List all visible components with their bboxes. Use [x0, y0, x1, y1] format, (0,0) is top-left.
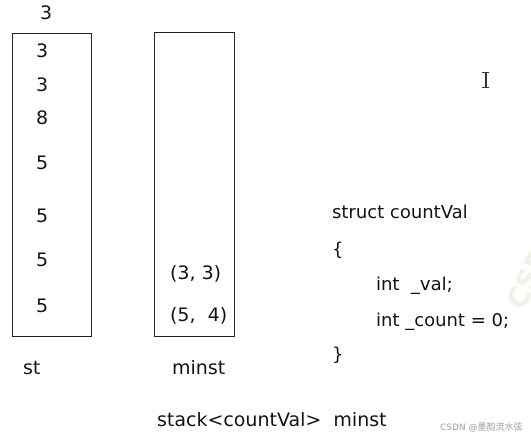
- st-item: 3: [36, 74, 49, 96]
- st-label: st: [23, 357, 41, 379]
- st-item: 5: [36, 249, 49, 271]
- st-item: 3: [36, 40, 49, 62]
- minst-item: (5, 4): [170, 304, 228, 326]
- st-item: 5: [36, 152, 49, 174]
- code-line-close-brace: }: [332, 344, 344, 365]
- st-item: 5: [36, 295, 49, 317]
- st-top-value: 3: [40, 2, 53, 24]
- code-line-struct: struct countVal: [332, 202, 468, 223]
- text-cursor-icon: [481, 72, 490, 88]
- st-item: 5: [36, 205, 49, 227]
- minst-stack-box: [154, 32, 235, 337]
- csdn-watermark: CSDN @墨韵流水弦: [440, 423, 523, 433]
- code-line-val: int _val;: [376, 274, 453, 295]
- stack-declaration: stack<countVal> minst: [157, 409, 387, 431]
- code-line-open-brace: {: [332, 239, 344, 260]
- st-item: 8: [36, 107, 49, 129]
- st-stack-box: [12, 33, 92, 337]
- minst-label: minst: [172, 357, 226, 379]
- minst-item: (3, 3): [170, 262, 222, 284]
- diagonal-watermark: CSDN@...: [500, 166, 531, 314]
- code-line-count: int _count = 0;: [376, 310, 510, 331]
